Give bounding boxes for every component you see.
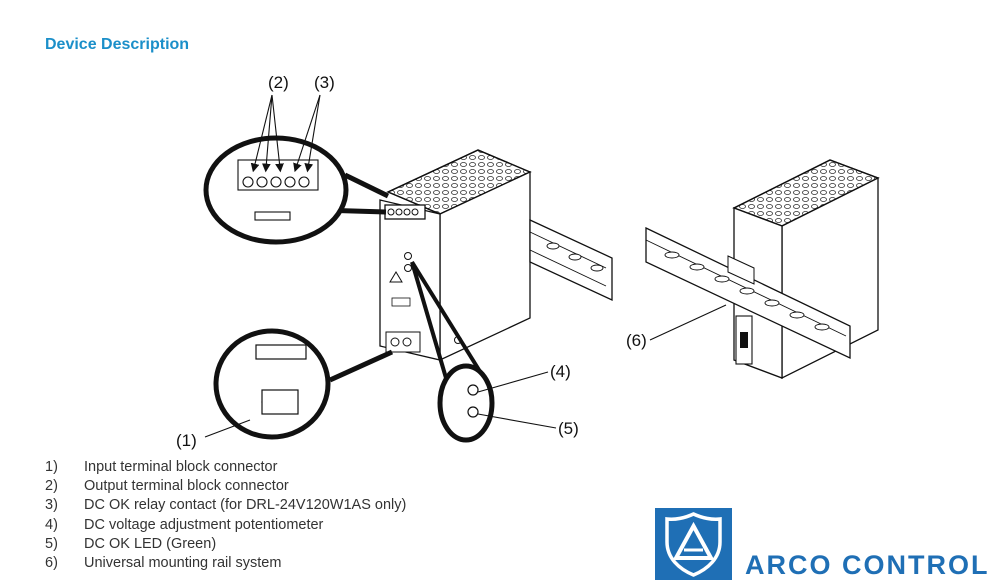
list-item: 1) Input terminal block connector xyxy=(45,458,278,475)
device-diagram: (2) (3) (1) (4) (5) (6) xyxy=(176,73,880,450)
callout-4: (4) xyxy=(550,362,571,381)
zoom-adjust-led xyxy=(410,260,495,443)
power-supply-front-view xyxy=(379,149,613,362)
callout-6: (6) xyxy=(626,331,647,350)
callout-3: (3) xyxy=(314,73,335,92)
power-supply-rear-view xyxy=(645,159,880,380)
list-item: 2) Output terminal block connector xyxy=(45,477,289,494)
callout-1: (1) xyxy=(176,431,197,450)
callout-5: (5) xyxy=(558,419,579,438)
legend-list: 1) Input terminal block connector 2) Out… xyxy=(45,457,406,573)
leader-lines xyxy=(204,94,727,438)
list-item: 4) DC voltage adjustment potentiometer xyxy=(45,516,324,533)
zoom-output-terminals xyxy=(203,135,390,245)
list-item: 3) DC OK relay contact (for DRL-24V120W1… xyxy=(45,497,407,514)
list-item: 6) Universal mounting rail system xyxy=(45,555,282,572)
list-item: 5) DC OK LED (Green) xyxy=(45,535,217,552)
zoom-input-terminals xyxy=(213,328,394,440)
callout-2: (2) xyxy=(268,73,289,92)
brand-logo: ARCO CONTROL xyxy=(655,508,1000,580)
shield-a-icon xyxy=(655,508,732,580)
brand-name: ARCO CONTROL xyxy=(745,550,990,580)
section-heading: Device Description xyxy=(45,36,190,53)
